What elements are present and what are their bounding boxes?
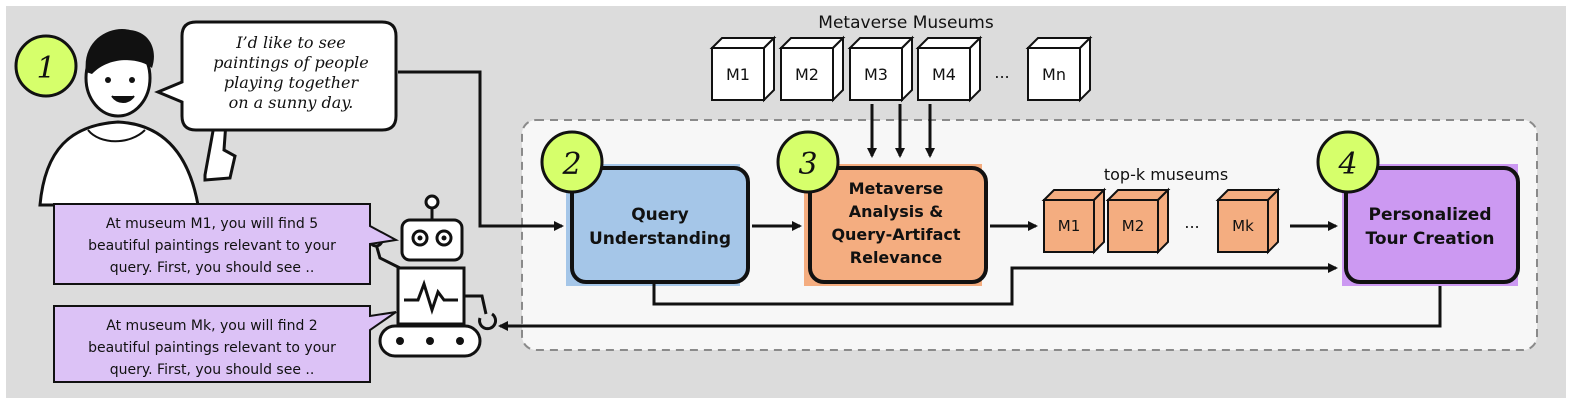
label-museums-3: M4 <box>932 65 956 84</box>
museum-cube-m2: M2 <box>778 35 846 103</box>
label-museums-2: M3 <box>864 65 888 84</box>
speech-line-3: playing together <box>224 73 360 92</box>
speech-line-2: paintings of people <box>213 53 368 72</box>
label-step_numbers-2: 3 <box>798 147 817 182</box>
museum-cube-m4: M4 <box>915 35 983 103</box>
label-step_numbers-3: 4 <box>1337 147 1357 182</box>
query-understanding-line-2: Understanding <box>589 229 731 249</box>
arrow-query-to-tour <box>652 263 1338 306</box>
topk-cube-m1: M1 <box>1041 187 1107 255</box>
museum-ellipsis: ... <box>994 63 1009 82</box>
topk-cube-mk: Mk <box>1215 187 1281 255</box>
response-1-line-1: At museum M1, you will find 5 <box>106 216 318 232</box>
analysis-line-3: Query-Artifact <box>831 225 960 244</box>
analysis-line-1: Metaverse <box>849 179 944 198</box>
analysis-box: Metaverse Analysis & Query-Artifact Rele… <box>804 164 988 286</box>
museum-cube-m3: M3 <box>847 35 915 103</box>
step-3-badge: 3 <box>776 130 840 194</box>
museum-cube-mn: Mn <box>1025 35 1093 103</box>
speech-line-1: I’d like to see <box>235 33 346 52</box>
analysis-line-2: Analysis & <box>849 202 944 221</box>
user-speech-bubble: I’d like to see paintings of people play… <box>154 20 398 132</box>
topk-label: top-k museums <box>1104 165 1228 184</box>
query-understanding-line-1: Query <box>631 205 689 225</box>
system-region <box>521 119 1538 351</box>
arrow-user-to-query <box>398 70 564 231</box>
response-bubble-2: At museum Mk, you will find 2 beautiful … <box>53 305 397 383</box>
step-2-badge: 2 <box>540 130 604 194</box>
analysis-line-4: Relevance <box>850 248 943 267</box>
speech-line-4: on a sunny day. <box>229 93 354 112</box>
response-1-line-2: beautiful paintings relevant to your <box>88 238 336 254</box>
label-museums-1: M2 <box>795 65 819 84</box>
label-topk_museums-1: M2 <box>1122 217 1145 235</box>
label-topk_museums-3: Mk <box>1232 217 1254 235</box>
label-step_numbers-1: 2 <box>561 147 581 182</box>
museum-cube-m1: M1 <box>709 35 777 103</box>
response-1-line-3: query. First, you should see .. <box>110 260 315 276</box>
response-bubble-1: At museum M1, you will find 5 beautiful … <box>53 203 400 285</box>
topk-cube-m2: M2 <box>1105 187 1171 255</box>
tour-creation-line-1: Personalized <box>1369 205 1492 225</box>
topk-ellipsis: ... <box>1184 213 1199 232</box>
response-2-line-3: query. First, you should see .. <box>110 362 315 378</box>
label-topk_museums-0: M1 <box>1058 217 1081 235</box>
tour-creation-line-2: Tour Creation <box>1365 229 1494 249</box>
step-1-badge: 1 <box>14 34 78 98</box>
user-figure <box>38 29 237 207</box>
response-2-line-1: At museum Mk, you will find 2 <box>106 318 317 334</box>
label-museums-5: Mn <box>1042 65 1066 84</box>
arrow-tour-to-robot <box>498 286 1442 331</box>
step-4-badge: 4 <box>1316 130 1380 194</box>
step-1-number: 1 <box>36 51 55 86</box>
query-understanding-box: Query Understanding <box>566 164 750 286</box>
label-museums-0: M1 <box>726 65 750 84</box>
tour-creation-box: Personalized Tour Creation <box>1342 164 1520 286</box>
response-2-line-2: beautiful paintings relevant to your <box>88 340 336 356</box>
metaverse-label: Metaverse Museums <box>818 13 994 33</box>
robot-agent <box>368 194 497 358</box>
